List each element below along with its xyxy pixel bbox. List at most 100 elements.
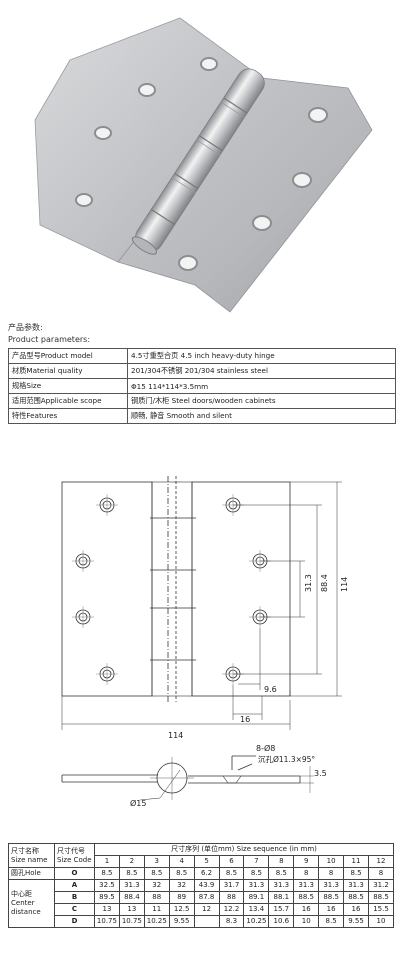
- knuckle-diameter: Ø15: [130, 798, 146, 808]
- size-value-cell: 16: [318, 903, 345, 916]
- param-value: Φ15 114*114*3.5mm: [127, 378, 396, 394]
- size-value-cell: [193, 915, 220, 928]
- column-number: 4: [168, 855, 195, 868]
- column-number: 11: [343, 855, 369, 868]
- column-number: 5: [193, 855, 220, 868]
- size-value-cell: 10.25: [243, 915, 270, 928]
- size-code-cell: A: [54, 879, 95, 892]
- size-value-cell: 16: [343, 903, 369, 916]
- dim-114-vertical: 114: [340, 577, 349, 592]
- hole-count-note: 8-Ø8: [256, 743, 275, 753]
- size-value-cell: 87.8: [193, 891, 220, 904]
- size-value-cell: 13: [94, 903, 120, 916]
- param-label: 产品型号Product model: [8, 348, 128, 364]
- size-value-cell: 8.5: [218, 867, 245, 880]
- param-label: 特性Features: [8, 408, 128, 424]
- column-number: 8: [268, 855, 295, 868]
- size-code-header: 尺寸代号 Size Code: [54, 843, 95, 868]
- size-value-cell: 8.5: [318, 915, 345, 928]
- size-value-cell: 88.5: [318, 891, 345, 904]
- size-value-cell: 13.4: [243, 903, 270, 916]
- size-value-cell: 32: [168, 879, 195, 892]
- size-value-cell: 8: [293, 867, 320, 880]
- size-value-cell: 13: [118, 903, 145, 916]
- column-number: 9: [293, 855, 320, 868]
- thickness-dim: 3.5: [314, 769, 327, 778]
- param-value: 201/304不锈钢 201/304 stainless steel: [127, 363, 396, 379]
- size-code-cell: O: [54, 867, 95, 880]
- size-value-cell: 12.2: [218, 903, 245, 916]
- size-value-cell: 8: [367, 867, 395, 880]
- size-value-cell: 31.3: [293, 879, 320, 892]
- size-value-cell: 8.5: [94, 867, 120, 880]
- size-value-cell: 10.75: [118, 915, 145, 928]
- size-value-cell: 31.3: [118, 879, 145, 892]
- dim-16: 16: [240, 715, 250, 724]
- size-code-cell: B: [54, 891, 95, 904]
- size-value-cell: 31.7: [218, 879, 245, 892]
- param-label: 规格Size: [8, 378, 128, 394]
- technical-drawing: 31.3 88.4 114 9.6 16 114 8-Ø8 沉孔Ø11.3×95…: [61, 476, 349, 808]
- size-value-cell: 31.2: [367, 879, 395, 892]
- param-label: 材质Material quality: [8, 363, 128, 379]
- size-value-cell: 43.9: [193, 879, 220, 892]
- size-value-cell: 89.1: [243, 891, 270, 904]
- size-value-cell: 8.5: [143, 867, 170, 880]
- size-value-cell: 88: [143, 891, 170, 904]
- size-value-cell: 88.5: [367, 891, 395, 904]
- size-value-cell: 89: [168, 891, 195, 904]
- size-value-cell: 89.5: [94, 891, 120, 904]
- hole-label: 圆孔Hole: [8, 867, 55, 880]
- dim-9-6: 9.6: [264, 685, 277, 694]
- dim-88-4: 88.4: [320, 574, 329, 592]
- size-value-cell: 8: [318, 867, 345, 880]
- size-value-cell: 10: [293, 915, 320, 928]
- countersink-note: 沉孔Ø11.3×95°: [258, 755, 315, 764]
- dim-31-3: 31.3: [304, 574, 313, 592]
- param-value: 钢质门/木柜 Steel doors/wooden cabinets: [127, 393, 396, 409]
- column-number: 2: [118, 855, 145, 868]
- size-value-cell: 10.25: [143, 915, 170, 928]
- column-number: 1: [94, 855, 120, 868]
- size-value-cell: 8.5: [243, 867, 270, 880]
- size-value-cell: 10: [367, 915, 395, 928]
- size-code-cell: D: [54, 915, 95, 928]
- size-value-cell: 8.5: [118, 867, 145, 880]
- size-sequence-header: 尺寸序列 (单位mm) Size sequence (in mm): [94, 843, 394, 856]
- param-label: 适用范围Applicable scope: [8, 393, 128, 409]
- size-value-cell: 8.5: [343, 867, 369, 880]
- column-number: 6: [218, 855, 245, 868]
- size-value-cell: 31.3: [343, 879, 369, 892]
- size-table: 尺寸名称 Size name 尺寸代号 Size Code 尺寸序列 (单位mm…: [8, 843, 395, 928]
- size-value-cell: 12.5: [168, 903, 195, 916]
- size-value-cell: 6.2: [193, 867, 220, 880]
- size-value-cell: 15.5: [367, 903, 395, 916]
- param-value: 4.5寸重型合页 4.5 inch heavy-duty hinge: [127, 348, 396, 364]
- size-value-cell: 15.7: [268, 903, 295, 916]
- params-heading-cn: 产品参数:: [8, 323, 43, 332]
- column-number: 3: [143, 855, 170, 868]
- dim-114-horizontal: 114: [168, 731, 183, 740]
- size-value-cell: 88.5: [293, 891, 320, 904]
- params-heading-en: Product parameters:: [8, 335, 91, 344]
- size-value-cell: 12: [193, 903, 220, 916]
- param-value: 顺畅, 静音 Smooth and silent: [127, 408, 396, 424]
- size-value-cell: 32: [143, 879, 170, 892]
- size-value-cell: 31.3: [243, 879, 270, 892]
- hinge-product-photo: [34, 17, 373, 313]
- size-value-cell: 16: [293, 903, 320, 916]
- column-number: 10: [318, 855, 345, 868]
- size-value-cell: 8.5: [168, 867, 195, 880]
- size-value-cell: 11: [143, 903, 170, 916]
- size-value-cell: 88: [218, 891, 245, 904]
